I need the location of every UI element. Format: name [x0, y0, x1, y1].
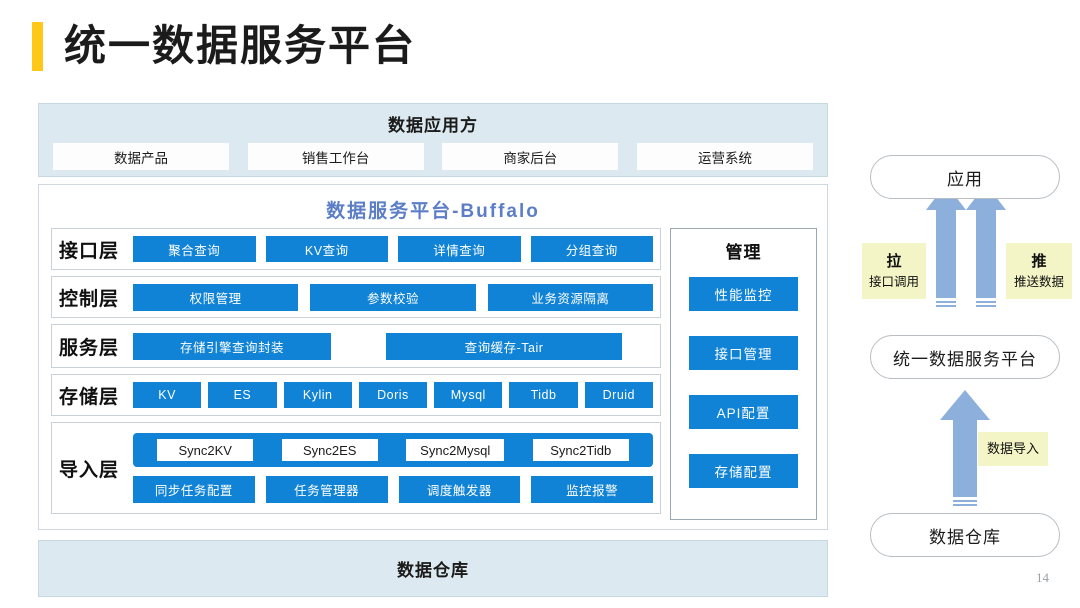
layer-interface: 接口层 聚合查询 KV查询 详情查询 分组查询 — [51, 228, 661, 270]
title-accent-bar — [32, 22, 43, 71]
layer-item[interactable]: ES — [208, 382, 277, 408]
management-item[interactable]: API配置 — [689, 395, 798, 429]
layer-item[interactable]: KV查询 — [265, 236, 388, 262]
layer-import-items: Sync2KV Sync2ES Sync2Mysql Sync2Tidb 同步任… — [133, 433, 653, 503]
platform-title: 数据服务平台-Buffalo — [326, 201, 540, 222]
layer-import: 导入层 Sync2KV Sync2ES Sync2Mysql Sync2Tidb… — [51, 422, 661, 514]
layer-item[interactable]: 存储引擎查询封装 — [133, 332, 331, 360]
data-consumers-row: 数据产品 销售工作台 商家后台 运营系统 — [39, 136, 827, 170]
layer-import-label: 导入层 — [59, 459, 120, 481]
platform-body: 接口层 聚合查询 KV查询 详情查询 分组查询 控制层 权限管理 参数校验 业务… — [51, 228, 817, 520]
sync-chip[interactable]: Sync2Tidb — [532, 439, 629, 461]
import-arrow-icon — [940, 390, 990, 506]
layer-item[interactable]: 查询缓存-Tair — [386, 332, 622, 360]
layer-item[interactable]: 同步任务配置 — [133, 476, 255, 503]
layer-item[interactable]: Druid — [584, 382, 653, 408]
consumer-chip[interactable]: 运营系统 — [636, 143, 813, 170]
flow-note-import: 数据导入 — [978, 432, 1048, 466]
management-panel: 管理 性能监控 接口管理 API配置 存储配置 — [670, 228, 817, 520]
layer-item[interactable]: Kylin — [283, 382, 352, 408]
import-tools-row: 同步任务配置 任务管理器 调度触发器 监控报警 — [133, 476, 653, 503]
flow-note-import-desc: 数据导入 — [986, 440, 1039, 456]
push-arrow-icon — [966, 184, 1006, 307]
layer-service-items: 存储引擎查询封装 查询缓存-Tair — [133, 332, 653, 360]
flow-note-push: 推 推送数据 — [1006, 243, 1072, 299]
layer-interface-items: 聚合查询 KV查询 详情查询 分组查询 — [133, 236, 653, 262]
layer-service-label: 服务层 — [59, 337, 120, 359]
page-title: 统一数据服务平台 — [64, 22, 417, 69]
layer-storage-label: 存储层 — [59, 386, 120, 408]
layer-item[interactable]: 调度触发器 — [398, 476, 521, 503]
management-title: 管理 — [725, 243, 762, 262]
flow-note-pull-desc: 接口调用 — [868, 274, 919, 289]
layer-item[interactable]: KV — [133, 382, 202, 408]
data-consumers-band: 数据应用方 数据产品 销售工作台 商家后台 运营系统 — [38, 103, 828, 177]
layer-item[interactable]: 参数校验 — [310, 283, 476, 311]
platform-layers-column: 接口层 聚合查询 KV查询 详情查询 分组查询 控制层 权限管理 参数校验 业务… — [51, 228, 661, 520]
consumer-chip[interactable]: 数据产品 — [53, 143, 229, 170]
layer-item[interactable]: 详情查询 — [398, 236, 521, 262]
layer-item[interactable]: 任务管理器 — [265, 476, 388, 503]
layer-item[interactable]: Doris — [358, 382, 428, 408]
layer-item[interactable]: 权限管理 — [133, 283, 299, 311]
sync-chip[interactable]: Sync2Mysql — [406, 439, 505, 461]
data-warehouse-band: 数据仓库 — [38, 540, 828, 597]
layer-item[interactable]: Tidb — [509, 382, 578, 408]
flow-note-pull-title: 拉 — [886, 253, 902, 271]
management-item[interactable]: 存储配置 — [689, 454, 798, 488]
layer-item[interactable]: Mysql — [434, 382, 503, 408]
layer-storage: 存储层 KV ES Kylin Doris Mysql Tidb Druid — [51, 374, 661, 416]
layer-storage-items: KV ES Kylin Doris Mysql Tidb Druid — [133, 382, 653, 408]
management-item[interactable]: 接口管理 — [689, 336, 798, 370]
flow-node-warehouse[interactable]: 数据仓库 — [870, 513, 1060, 557]
data-consumers-title: 数据应用方 — [388, 116, 478, 135]
flow-node-app[interactable]: 应用 — [870, 155, 1060, 199]
consumer-chip[interactable]: 销售工作台 — [247, 143, 424, 170]
layer-item[interactable]: 聚合查询 — [133, 236, 256, 262]
layer-service: 服务层 存储引擎查询封装 查询缓存-Tair — [51, 324, 661, 368]
consumer-chip[interactable]: 商家后台 — [442, 143, 619, 170]
flow-note-pull: 拉 接口调用 — [862, 243, 926, 299]
layer-item[interactable]: 监控报警 — [531, 476, 653, 503]
platform-container: 数据服务平台-Buffalo 接口层 聚合查询 KV查询 详情查询 分组查询 控… — [38, 184, 828, 530]
layer-interface-label: 接口层 — [59, 240, 120, 262]
layer-control-label: 控制层 — [59, 288, 120, 310]
page-number: 14 — [1036, 570, 1049, 585]
sync-chip[interactable]: Sync2KV — [157, 439, 254, 461]
flow-diagram: 应用 统一数据服务平台 数据仓库 拉 接口调用 推 推送数据 数据导入 — [860, 140, 1072, 570]
layer-item[interactable]: 业务资源隔离 — [487, 283, 653, 311]
flow-node-platform[interactable]: 统一数据服务平台 — [870, 335, 1060, 379]
sync-chip[interactable]: Sync2ES — [281, 439, 378, 461]
sync-bar: Sync2KV Sync2ES Sync2Mysql Sync2Tidb — [133, 433, 653, 467]
flow-note-push-title: 推 — [1031, 253, 1047, 271]
management-item[interactable]: 性能监控 — [689, 277, 798, 311]
layer-item[interactable]: 分组查询 — [530, 236, 653, 262]
layer-control-items: 权限管理 参数校验 业务资源隔离 — [133, 283, 653, 311]
layer-control: 控制层 权限管理 参数校验 业务资源隔离 — [51, 276, 661, 318]
flow-note-push-desc: 推送数据 — [1013, 274, 1064, 289]
pull-arrow-icon — [926, 184, 966, 307]
